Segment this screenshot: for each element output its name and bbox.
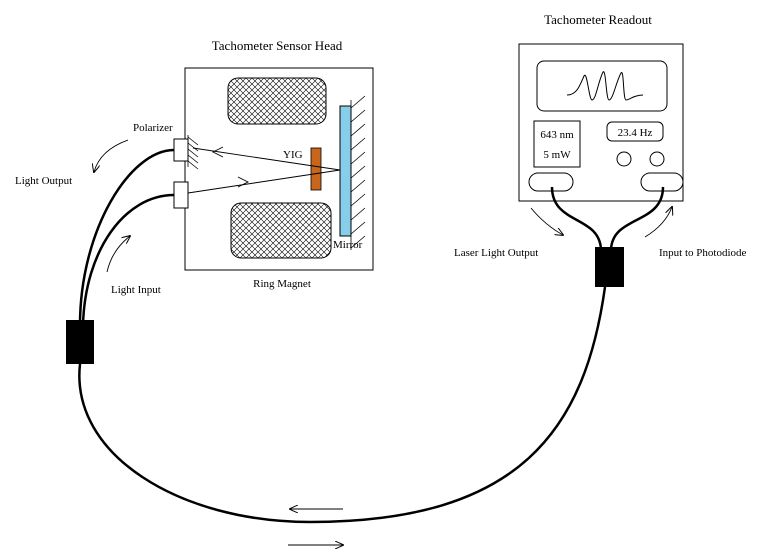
light-output-arrow <box>94 139 129 172</box>
readout-title: Tachometer Readout <box>544 12 652 27</box>
photodiode-input-arrow <box>644 207 672 238</box>
input-fiber <box>81 193 175 326</box>
signal-waveform <box>566 71 644 101</box>
incoming-beam-arrow <box>237 176 250 188</box>
ring-magnet-top <box>227 77 327 125</box>
light-input-label: Light Input <box>111 284 161 296</box>
light-output-label: Light Output <box>15 175 72 187</box>
sensor-head-title: Tachometer Sensor Head <box>212 38 343 53</box>
reflected-beam <box>192 147 341 171</box>
light-input-arrow <box>106 236 130 273</box>
incoming-beam <box>187 169 341 194</box>
mirror-hatching <box>350 95 366 250</box>
frequency-value: 23.4 Hz <box>618 127 653 139</box>
right-knob[interactable] <box>649 151 665 167</box>
right-fiber-connector <box>595 247 624 287</box>
output-fiber-port <box>173 138 189 162</box>
mirror-label: Mirror <box>333 239 363 251</box>
laser-display <box>533 120 581 168</box>
photodiode-input-label: Input to Photodiode <box>659 247 747 259</box>
polarizer-label: Polarizer <box>133 122 173 134</box>
oscilloscope-screen <box>536 60 668 112</box>
mirror <box>339 105 352 237</box>
left-fiber-connector <box>66 320 94 364</box>
left-knob[interactable] <box>616 151 632 167</box>
power-value: 5 mW <box>543 149 571 161</box>
wavelength-value: 643 nm <box>540 129 574 141</box>
laser-output-fiber <box>550 186 603 251</box>
laser-output-label: Laser Light Output <box>454 247 538 259</box>
output-fiber <box>78 148 175 326</box>
fiber-loop <box>78 286 607 524</box>
laser-output-arrow <box>530 207 563 235</box>
reflected-beam-arrow <box>211 146 224 158</box>
input-fiber-port <box>173 181 189 209</box>
frequency-display <box>606 121 664 142</box>
ring-magnet-label: Ring Magnet <box>253 278 311 290</box>
yig-crystal <box>310 147 322 191</box>
photodiode-input-fiber <box>609 186 665 251</box>
yig-label: YIG <box>283 149 303 161</box>
ring-magnet-bottom <box>230 202 332 259</box>
polarizer <box>187 135 199 170</box>
